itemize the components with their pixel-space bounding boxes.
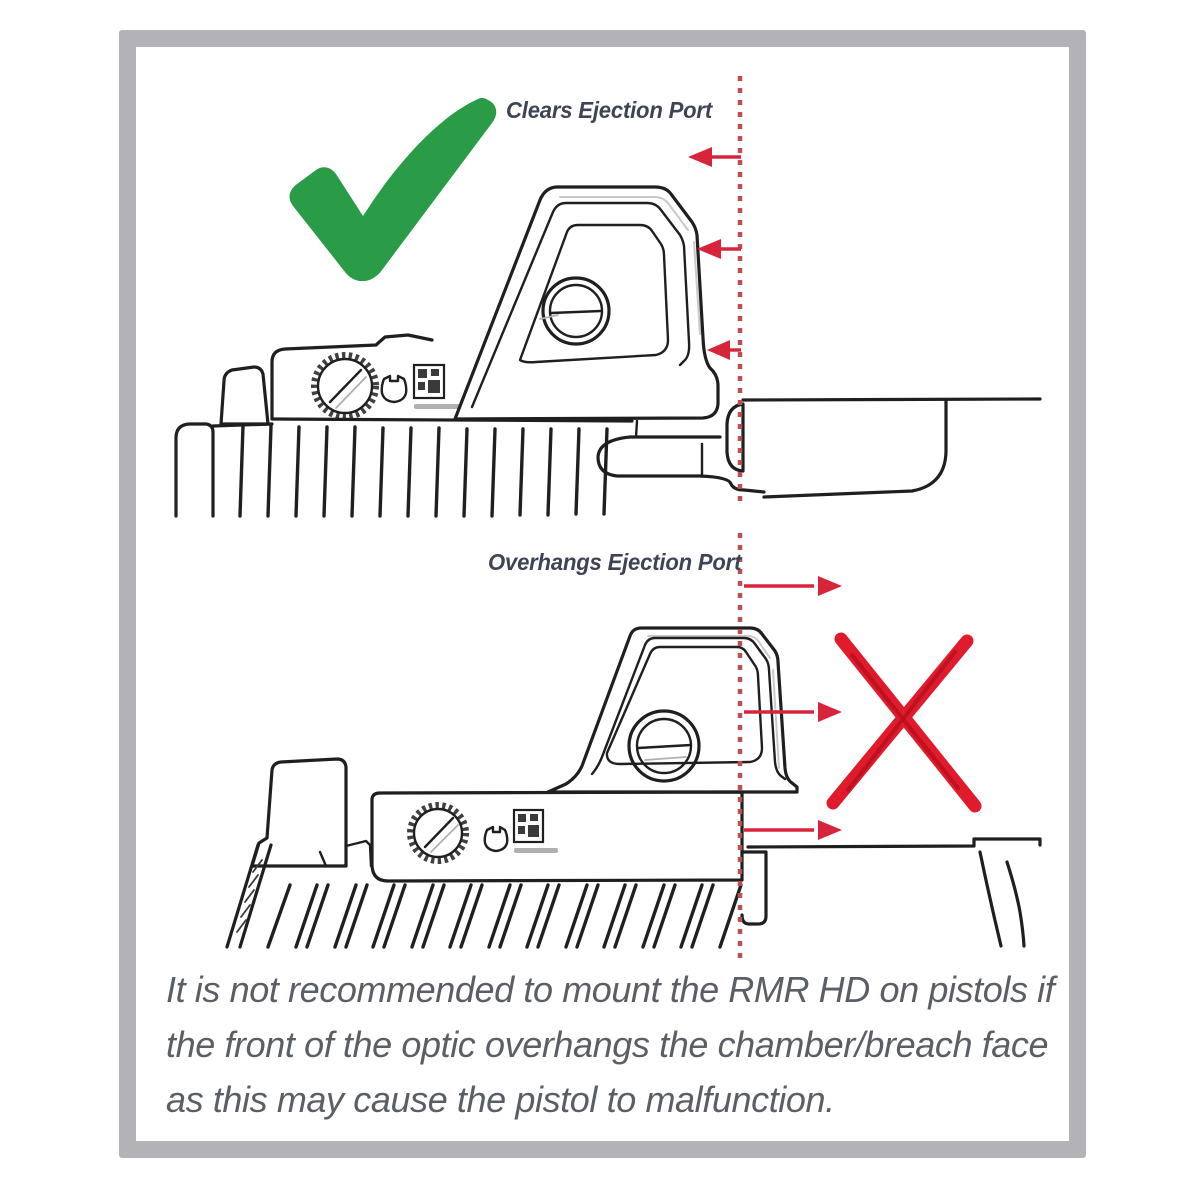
green-checkmark-icon [289, 97, 497, 282]
windage-dial-icon [407, 802, 469, 864]
qr-code-mark [412, 363, 460, 409]
adjustment-dial-icon [627, 709, 701, 783]
rmr-optic-top-drawing [453, 185, 720, 439]
qr-code-mark [512, 808, 558, 853]
overhang-arrows-bottom [744, 576, 842, 840]
slide-serrations-bottom [266, 883, 743, 949]
chamber-area-top-drawing [596, 397, 1042, 499]
plate-button-icon [380, 374, 408, 404]
pistol-slide-front-drawing [174, 365, 274, 518]
rmr-optic-bottom-drawing [546, 626, 799, 794]
windage-dial-icon [311, 352, 379, 420]
overhangs-ejection-port-label: Overhangs Ejection Port [488, 549, 742, 575]
mounting-plate-bottom-drawing [370, 790, 744, 883]
clears-ejection-port-label: Clears Ejection Port [506, 97, 712, 123]
mounting-plate-top-drawing [270, 333, 634, 423]
bottom-diagram-overhangs [225, 533, 1042, 958]
slide-serrations-top [238, 424, 609, 518]
top-diagram-clears [174, 76, 1042, 518]
caption-line: the front of the optic overhangs the cha… [166, 1024, 1049, 1065]
slide-rear-hatch [225, 843, 273, 949]
adjustment-dial-icon [539, 276, 611, 346]
red-x-icon [826, 632, 982, 813]
caption-line: It is not recommended to mount the RMR H… [166, 969, 1055, 1010]
figure-border-frame [119, 30, 1086, 1158]
plate-button-icon [483, 825, 509, 853]
chamber-area-bottom-drawing [740, 837, 1042, 948]
warning-caption: It is not recommended to mount the RMR H… [166, 962, 1076, 1127]
caption-line: as this may cause the pistol to malfunct… [166, 1079, 835, 1120]
clearance-arrows-top [688, 147, 741, 360]
